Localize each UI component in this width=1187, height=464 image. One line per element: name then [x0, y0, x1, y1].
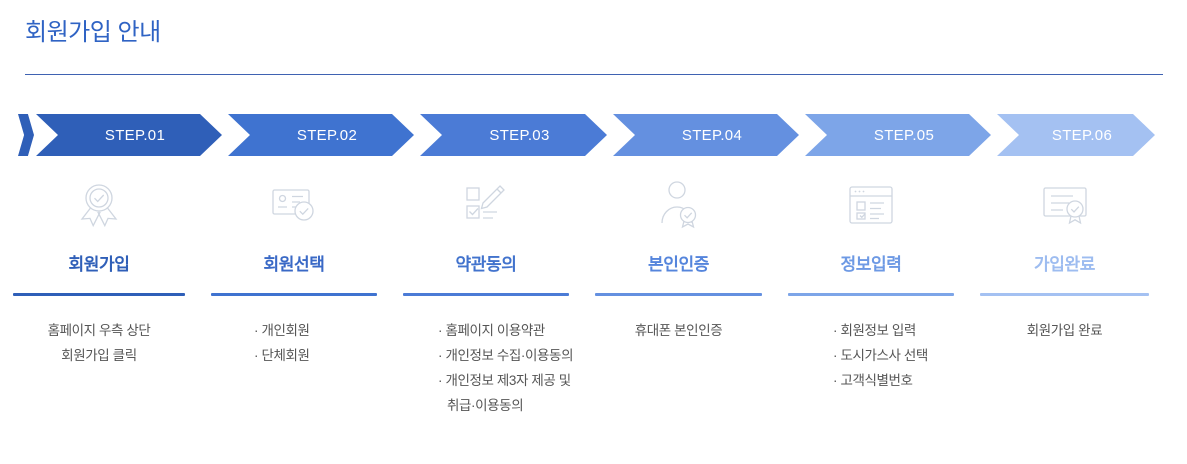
step-name-5: 정보입력 [840, 255, 902, 274]
step-arrow-label: STEP.02 [296, 126, 358, 144]
description-line: 휴대폰 본인인증 [634, 323, 723, 338]
leading-chevron-icon [18, 114, 34, 156]
description-line: · 홈페이지 이용약관 [438, 323, 545, 338]
step-arrow-label: STEP.05 [873, 126, 935, 144]
description-line: · 개인정보 제3자 제공 및 [438, 373, 571, 388]
description-line: 회원가입 클릭 [61, 348, 137, 363]
description-line: 취급·이용동의 [447, 398, 524, 413]
step-arrow-5[interactable]: STEP.05 [805, 114, 991, 156]
step-underline-6 [980, 293, 1149, 296]
description-line: · 개인회원 [254, 323, 310, 338]
step-description-6: 회원가입 완료 [967, 318, 1162, 343]
description-line: 홈페이지 우측 상단 [47, 323, 151, 338]
step-underline-2 [211, 293, 377, 296]
step-name-2: 회원선택 [263, 255, 325, 274]
step-name-4: 본인인증 [648, 255, 709, 274]
page-title: 회원가입 안내 [25, 19, 161, 46]
step-name-6: 가입완료 [1034, 255, 1095, 274]
step-arrow-label: STEP.04 [681, 126, 743, 144]
step-progress-bar: STEP.01 STEP.02 STEP.03 STEP.04 STEP.05 STEP.… [0, 114, 1187, 156]
award-ribbon-check-icon [0, 174, 198, 236]
step-arrow-label: STEP.01 [104, 126, 166, 144]
step-arrow-1[interactable]: STEP.01 [36, 114, 222, 156]
description-line: 회원가입 완료 [1026, 323, 1103, 338]
description-line: · 회원정보 입력 [833, 323, 916, 338]
step-description-3: · 홈페이지 이용약관 · 개인정보 수집·이용동의 · 개인정보 제3자 제공 및… [390, 318, 582, 418]
step-name-3: 약관동의 [455, 255, 517, 274]
step-description-5: · 회원정보 입력 · 도시가스사 선택 · 고객식별번호 [775, 318, 967, 393]
step-arrow-label: STEP.06 [1051, 126, 1113, 144]
step-column-5: 정보입력 · 회원정보 입력 · 도시가스사 선택 · 고객식별번호 [775, 168, 967, 464]
step-underline-5 [788, 293, 954, 296]
checklist-pen-icon [390, 174, 582, 236]
step-underline-4 [595, 293, 762, 296]
description-line: · 고객식별번호 [833, 373, 913, 388]
step-column-2: 회원선택 · 개인회원 · 단체회원 [198, 168, 390, 464]
certificate-seal-icon [967, 174, 1162, 236]
id-card-check-icon [198, 174, 390, 236]
step-description-4: 휴대폰 본인인증 [582, 318, 775, 343]
person-badge-icon [582, 174, 775, 236]
title-divider [25, 74, 1163, 75]
step-arrow-4[interactable]: STEP.04 [613, 114, 799, 156]
step-description-2: · 개인회원 · 단체회원 [198, 318, 390, 368]
description-line: · 도시가스사 선택 [833, 348, 928, 363]
step-underline-1 [13, 293, 185, 296]
step-arrow-3[interactable]: STEP.03 [420, 114, 607, 156]
step-underline-3 [403, 293, 569, 296]
form-window-icon [775, 174, 967, 236]
step-arrow-label: STEP.03 [489, 126, 550, 144]
step-arrow-2[interactable]: STEP.02 [228, 114, 414, 156]
description-line: · 개인정보 수집·이용동의 [438, 348, 574, 363]
description-line: · 단체회원 [254, 348, 310, 363]
step-name-1: 회원가입 [68, 255, 130, 274]
step-arrow-6[interactable]: STEP.06 [997, 114, 1155, 156]
step-column-3: 약관동의 · 홈페이지 이용약관 · 개인정보 수집·이용동의 · 개인정보 제3자 … [390, 168, 582, 464]
